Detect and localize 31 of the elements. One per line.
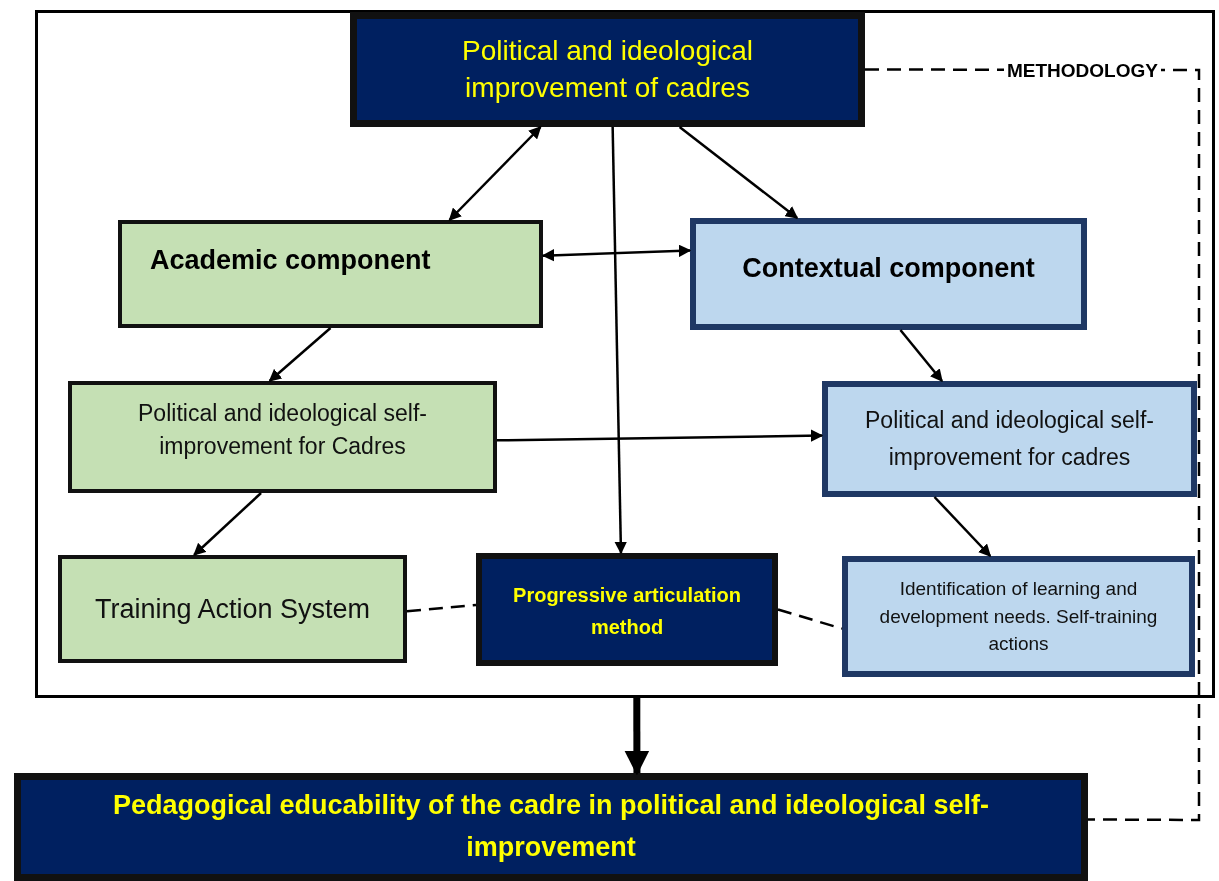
node-text: Pedagogical educability of the cadre in political and ideological self-improvement xyxy=(111,789,991,864)
arrow xyxy=(448,126,542,221)
arrow xyxy=(541,244,692,262)
result-box xyxy=(14,773,1088,881)
process-box xyxy=(822,381,1197,497)
dashed-connector xyxy=(406,603,477,613)
arrow xyxy=(193,492,262,556)
node-text: Political and ideological self-improvement for Cadres xyxy=(137,399,428,462)
process-box xyxy=(690,218,1087,330)
process-box xyxy=(842,556,1195,677)
node-text: Progressive articulation method xyxy=(512,583,742,640)
dashed-connector xyxy=(777,608,843,630)
arrow xyxy=(611,126,627,555)
method-box xyxy=(476,553,778,666)
process-box xyxy=(68,381,497,493)
process-box xyxy=(350,12,865,127)
node-text: Training Action System xyxy=(94,592,371,626)
node-text: Political and ideological improvement of cadres xyxy=(460,34,755,105)
process-box xyxy=(58,555,407,663)
node-text: Academic component xyxy=(150,244,431,277)
frame-box xyxy=(35,10,1215,698)
node-text: Identification of learning and development needs. Self-training actions xyxy=(878,577,1159,657)
node-text: Political and ideological self-improvement for cadres xyxy=(864,406,1155,472)
arrow xyxy=(899,329,943,382)
arrow xyxy=(678,126,799,219)
arrow xyxy=(933,496,992,557)
arrow xyxy=(497,429,824,442)
process-box xyxy=(118,220,543,328)
arrow xyxy=(268,327,332,382)
node-text: Contextual component xyxy=(742,252,1035,285)
arrow xyxy=(624,698,650,776)
